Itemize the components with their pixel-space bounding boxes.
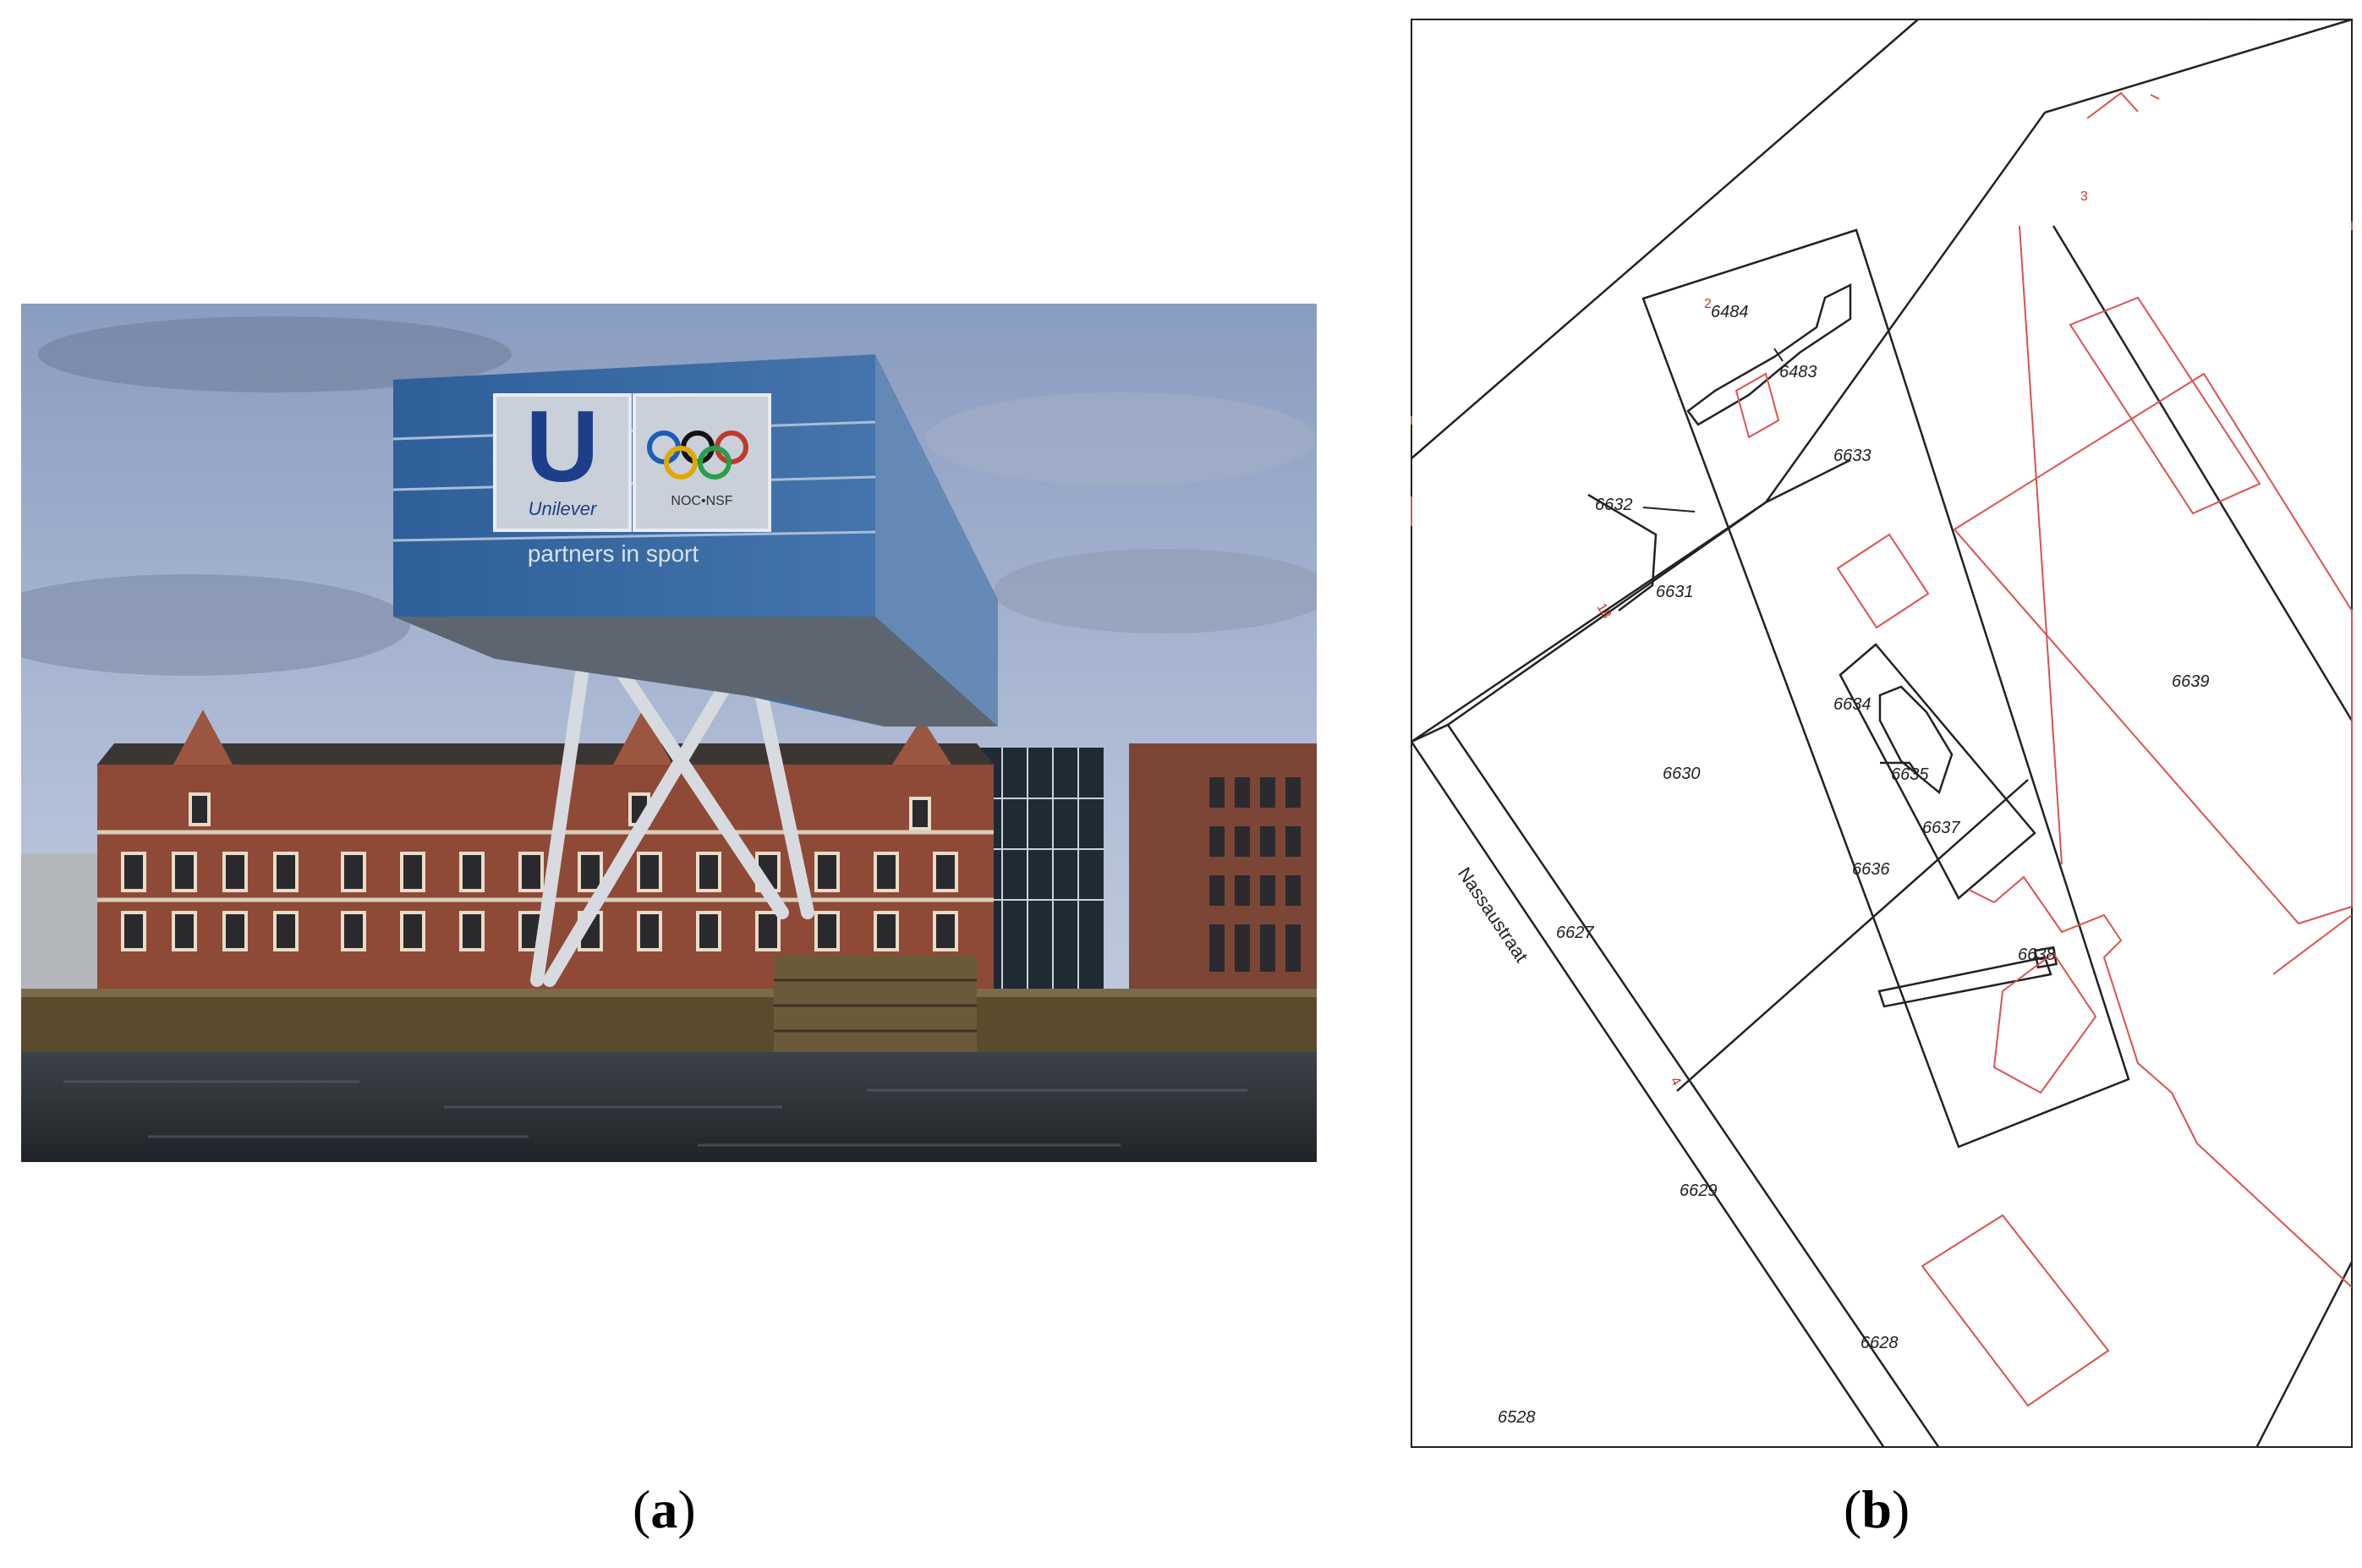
parcel-label-6635: 6635	[1891, 765, 1929, 784]
building-outlines	[1411, 91, 2353, 1407]
sign-brand: Unilever	[529, 498, 598, 519]
parcel-label-6483: 6483	[1779, 363, 1817, 381]
photo-unilever-building: Unilever U NOC•NSF partners in sport	[21, 304, 1317, 1162]
parcel-label-6636: 6636	[1852, 860, 1890, 879]
parcel-label-6629: 6629	[1680, 1181, 1718, 1200]
caption-a-letter: a	[650, 1479, 678, 1539]
caption-b-letter: b	[1861, 1479, 1892, 1539]
caption-a: (a)	[633, 1479, 696, 1539]
parcel-label-6639: 6639	[2172, 672, 2210, 691]
sign-partner: NOC•NSF	[671, 494, 732, 508]
house-number-18: 18	[1594, 601, 1614, 622]
parcel-label-6484: 6484	[1711, 303, 1749, 321]
parcel-label-6638: 6638	[2018, 946, 2056, 964]
parcel-label-6627: 6627	[1556, 924, 1594, 942]
parcel-label-6528: 6528	[1498, 1408, 1536, 1427]
svg-text:U: U	[526, 390, 600, 503]
parcel-boundaries	[1410, 17, 2354, 1449]
parcel-label-6634: 6634	[1833, 695, 1872, 714]
parcel-label-6637: 6637	[1922, 819, 1960, 837]
sign-slogan: partners in sport	[528, 540, 699, 567]
cadastral-map: Nassaustraat 6484 6483 6633 6632 6631 66…	[1410, 17, 2354, 1449]
parcel-label-6628: 6628	[1861, 1334, 1899, 1352]
parcel-label-6630: 6630	[1663, 765, 1701, 783]
house-number-2: 2	[1704, 297, 1712, 311]
house-number-3: 3	[2080, 189, 2088, 204]
parcel-label-6633: 6633	[1833, 447, 1872, 465]
parcel-label-6631: 6631	[1656, 583, 1694, 601]
caption-b: (b)	[1844, 1479, 1910, 1539]
map-frame	[1411, 19, 2353, 1448]
parcel-label-6632: 6632	[1595, 496, 1633, 514]
